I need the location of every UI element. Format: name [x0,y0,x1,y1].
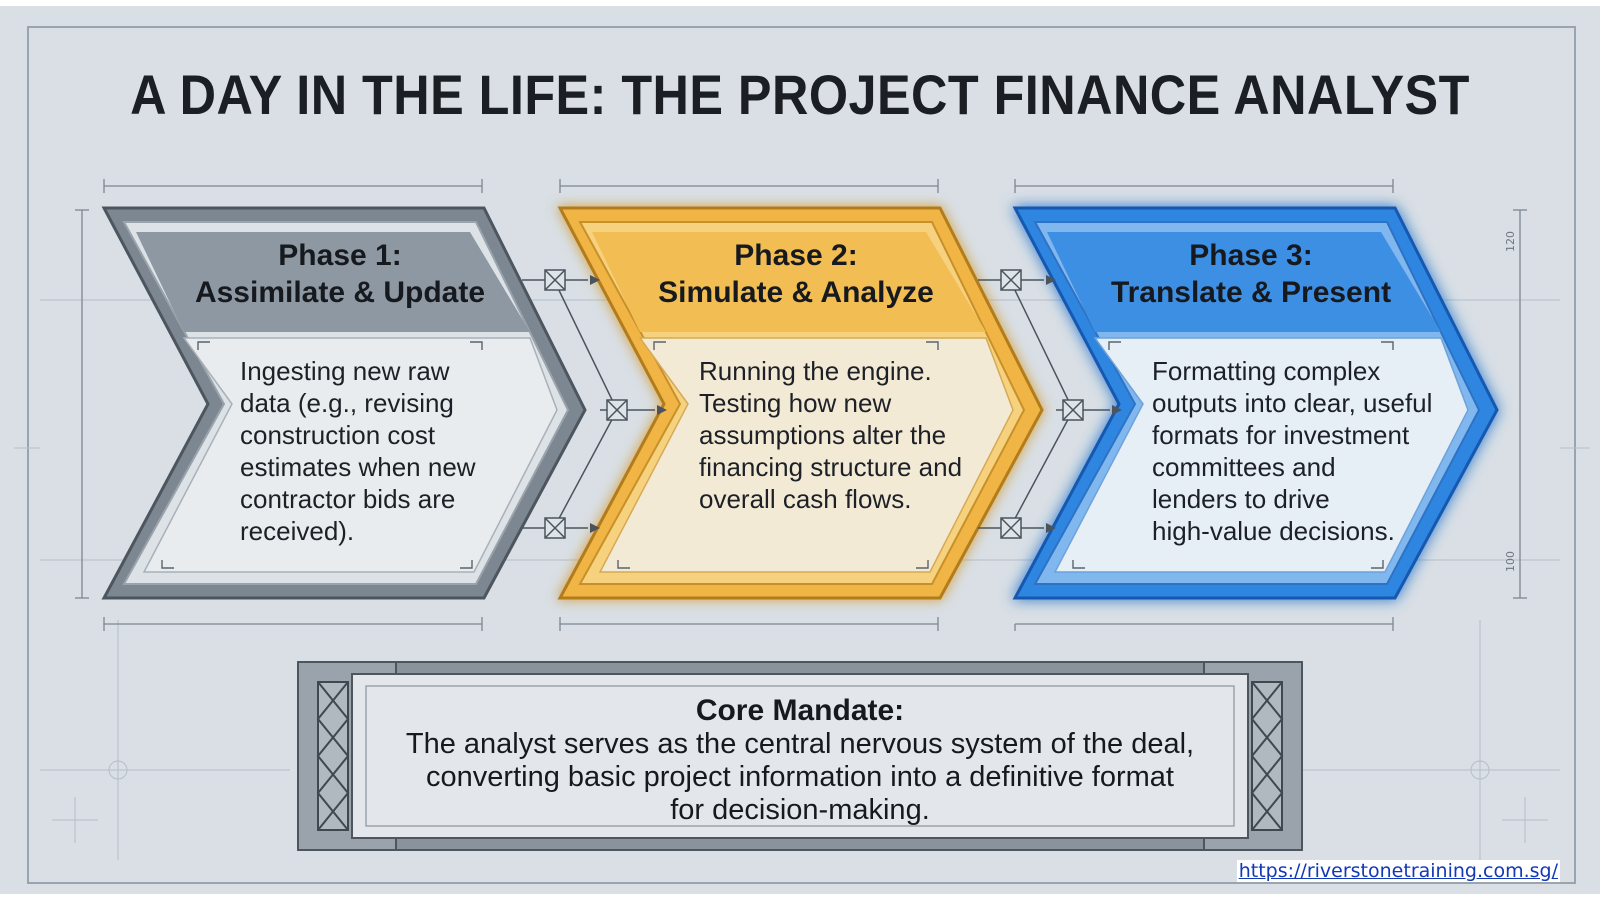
phase-2-number: Phase 2: [734,239,858,272]
phase-1-title: Phase 1: Assimilate & Update [170,237,510,311]
phase-3-desc-line: formats for investment [1152,420,1410,450]
phase-1-description: Ingesting new raw data (e.g., revising c… [240,355,530,547]
phase-3-title: Phase 3: Translate & Present [1081,237,1421,311]
phase-2-desc-line: Testing how new [699,388,892,418]
phase-3-desc-line: outputs into clear, useful [1152,388,1433,418]
phase-2-description: Running the engine. Testing how new assu… [699,355,999,515]
page-title: A DAY IN THE LIFE: THE PROJECT FINANCE A… [130,63,1470,126]
phase-1-desc-line: estimates when new [240,452,476,482]
phase-2-desc-line: overall cash flows. [699,484,912,514]
phase-3-name: Translate & Present [1110,276,1392,309]
panel-corner-marks [161,341,1394,569]
phase-3-desc-line: committees and [1152,452,1336,482]
connector-arrowheads [590,275,1122,533]
phase-3-chevron [1012,206,1499,600]
phase-1-desc-line: received). [240,516,355,546]
dimension-lines [75,179,1527,631]
blueprint-frame [27,26,1576,884]
phase-3-desc-line: lenders to drive [1152,484,1330,514]
phase-2-desc-line: assumptions alter the [699,420,947,450]
phase-2-title: Phase 2: Simulate & Analyze [626,237,966,311]
phase-1-chevron [101,206,587,600]
dimension-label-top: 120 [1504,231,1517,252]
phase-3-desc-line: high-value decisions. [1152,516,1395,546]
core-mandate-line: The analyst serves as the central nervou… [405,728,1195,760]
core-mandate-heading: Core Mandate: [695,694,905,727]
core-mandate-body: The analyst serves as the central nervou… [380,728,1220,827]
phase-1-desc-line: construction cost [240,420,436,450]
connector-nodes [544,269,1084,539]
phase-1-desc-line: Ingesting new raw [240,356,450,386]
phase-1-desc-line: data (e.g., revising [240,388,454,418]
phase-1-number: Phase 1: [278,239,402,272]
beam-trusses [316,681,1284,831]
phase-2-desc-line: Running the engine. [699,356,932,386]
phase-2-name: Simulate & Analyze [658,276,934,309]
phase-3-description: Formatting complex outputs into clear, u… [1152,355,1462,547]
phase-3-number: Phase 3: [1189,239,1313,272]
phase-2-chevron [557,206,1044,600]
phase-1-name: Assimilate & Update [194,276,486,309]
phase-3-desc-line: Formatting complex [1152,356,1381,386]
core-mandate-line: converting basic project information int… [426,761,1174,793]
core-mandate-line: for decision-making. [670,794,930,826]
footer-website-link[interactable]: https://riverstonetraining.com.sg/ [1236,860,1560,882]
phase-2-desc-line: financing structure and [699,452,963,482]
dimension-label-bottom: 100 [1504,551,1517,572]
phase-1-desc-line: contractor bids are [240,484,456,514]
